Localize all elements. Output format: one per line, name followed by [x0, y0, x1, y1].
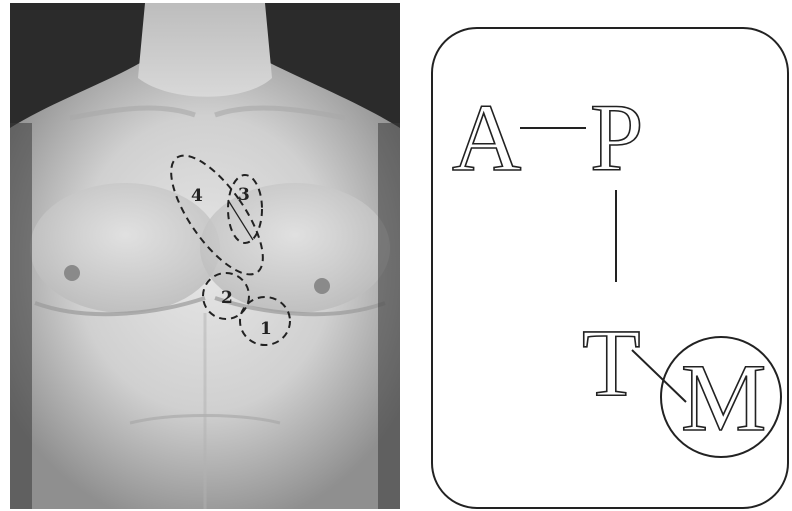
- letter-t: T: [582, 309, 641, 416]
- zone-1-label: 1: [260, 319, 272, 339]
- neck-shape: [138, 3, 272, 97]
- right-nipple: [314, 278, 330, 294]
- left-side-shade: [10, 123, 32, 509]
- aptm-diagram-panel: A P T M: [420, 20, 792, 511]
- zone-3-label: 3: [238, 185, 250, 205]
- zone-4-label: 4: [191, 186, 203, 206]
- letter-m: M: [681, 344, 766, 451]
- left-nipple: [64, 265, 80, 281]
- letter-p: P: [590, 84, 643, 191]
- aptm-diagram: A P T M: [420, 20, 792, 511]
- letter-a: A: [452, 84, 521, 191]
- right-side-shade: [378, 123, 400, 509]
- zone-2-label: 2: [221, 288, 233, 308]
- chest-photo-panel: 4 3 2 1: [10, 3, 400, 509]
- chest-photo: 4 3 2 1: [10, 3, 400, 509]
